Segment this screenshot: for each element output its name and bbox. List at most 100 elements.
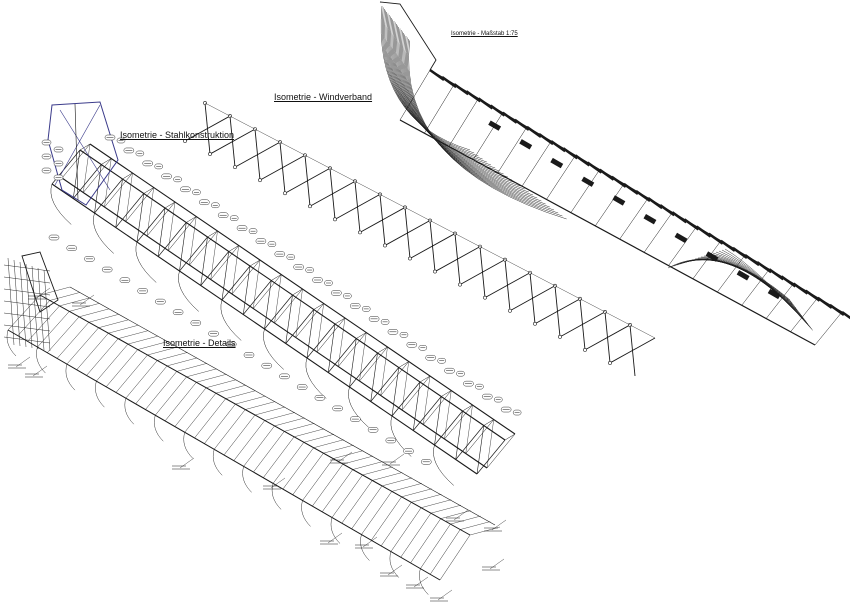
- bow-contour: [407, 38, 563, 217]
- detail-frame: [174, 387, 207, 427]
- bow-contour: [384, 10, 483, 160]
- detail-rib: [212, 449, 223, 476]
- isometric-details-drawing: [3, 251, 501, 595]
- truss-tie: [462, 404, 473, 412]
- detail-beam: [206, 379, 237, 388]
- leader-line: [179, 457, 195, 469]
- detail-end-grid: [3, 300, 51, 308]
- end-frame-brace: [54, 104, 101, 186]
- detail-frame: [263, 436, 295, 478]
- truss-diagonal: [455, 410, 463, 460]
- detail-frame: [233, 420, 265, 461]
- detail-end-grid: [31, 265, 39, 350]
- detail-beam: [49, 292, 80, 301]
- truss-diagonal: [359, 332, 367, 382]
- stern-contour: [691, 258, 800, 313]
- detail-beam: [186, 368, 217, 378]
- detail-beam: [264, 412, 295, 421]
- wind-node: [533, 321, 537, 326]
- truss-diagonal: [349, 338, 357, 388]
- detail-rib: [330, 517, 341, 544]
- frame-line: [497, 126, 528, 174]
- truss-post: [285, 309, 315, 344]
- stern-contour: [724, 248, 813, 331]
- truss-diagonal: [306, 309, 315, 359]
- frame-line: [741, 269, 770, 306]
- detail-end-frame: [21, 251, 59, 313]
- truss-post: [125, 187, 154, 222]
- detail-frame: [214, 409, 246, 450]
- wind-node: [258, 178, 262, 183]
- detail-frame: [184, 393, 217, 433]
- truss-post: [486, 433, 516, 469]
- truss-post: [253, 274, 282, 309]
- truss-diagonal: [231, 245, 239, 295]
- leader-line: [491, 519, 507, 531]
- leader-line: [413, 576, 429, 588]
- truss-tie: [249, 259, 261, 267]
- truss-diagonal: [476, 425, 485, 475]
- truss-diagonal: [136, 193, 145, 243]
- truss-post: [61, 143, 91, 179]
- detail-beam: [460, 521, 491, 530]
- truss-diagonal: [253, 259, 261, 309]
- frame-line: [521, 141, 552, 187]
- truss-post: [115, 193, 145, 228]
- truss-diagonal: [200, 236, 208, 286]
- truss-post: [338, 332, 367, 367]
- end-frame-post: [74, 103, 79, 201]
- detail-beam: [98, 319, 129, 328]
- detail-frame: [66, 327, 99, 365]
- truss-diagonal: [168, 201, 176, 251]
- detail-frame: [302, 458, 334, 501]
- stern-contour: [700, 256, 804, 318]
- detail-beam: [108, 324, 139, 334]
- wind-brace: [259, 154, 306, 181]
- bow-contour: [391, 19, 508, 178]
- wind-chord: [204, 102, 656, 339]
- detail-rib: [36, 346, 46, 374]
- truss-tie: [334, 317, 346, 325]
- deck-beam: [841, 310, 850, 320]
- truss-diagonal: [83, 143, 91, 193]
- truss-post: [349, 352, 378, 388]
- detail-frame: [439, 534, 471, 581]
- frame-line: [790, 297, 818, 332]
- truss-post: [210, 245, 239, 280]
- truss-post: [423, 390, 452, 425]
- wind-node: [208, 152, 212, 156]
- truss-diagonal: [274, 274, 282, 324]
- truss-post: [221, 265, 251, 301]
- truss-diagonal: [412, 381, 421, 431]
- leader-line: [437, 589, 453, 601]
- detail-end-grid: [37, 267, 45, 351]
- truss-diagonal: [189, 216, 197, 266]
- detail-beam: [323, 444, 354, 454]
- detail-beam: [118, 330, 149, 339]
- truss-post: [455, 425, 485, 460]
- truss-post: [391, 381, 421, 417]
- truss-tie: [271, 274, 282, 281]
- end-frame-brace: [59, 109, 111, 191]
- detail-deck-edge: [69, 286, 496, 526]
- title-windverband: Isometrie - Windverband: [274, 92, 373, 102]
- detail-rib: [389, 551, 400, 578]
- wind-brace: [409, 233, 456, 259]
- truss-diagonal: [242, 265, 251, 315]
- detail-end-grid: [3, 336, 51, 344]
- hull-rib: [178, 270, 199, 312]
- detail-frame: [76, 333, 109, 370]
- detail-frame: [420, 523, 451, 569]
- truss-diagonal: [434, 396, 442, 446]
- detail-frame: [96, 343, 129, 382]
- spine-block: [550, 157, 564, 169]
- detail-beam: [88, 314, 119, 323]
- detail-frame: [243, 425, 275, 467]
- detail-rib: [271, 483, 282, 510]
- detail-frame: [253, 431, 285, 473]
- truss-diagonal: [210, 230, 218, 280]
- truss-tie: [483, 419, 494, 426]
- stern-contour: [706, 254, 806, 321]
- wind-node: [233, 165, 237, 170]
- truss-tie: [292, 288, 303, 296]
